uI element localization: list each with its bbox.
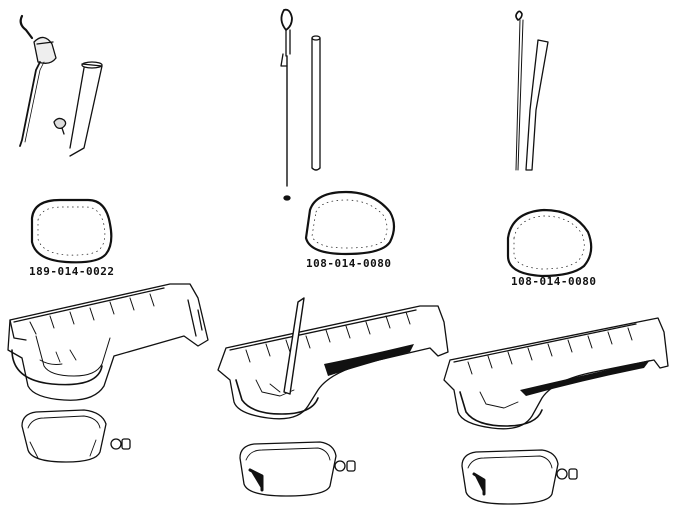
oil-pan-gasket: [32, 200, 111, 262]
lower-oil-pan: [22, 410, 106, 462]
lower-oil-pan: [462, 450, 558, 504]
oil-pan-gasket: [508, 210, 591, 276]
upper-oil-pan: [8, 284, 208, 400]
column-2: [218, 10, 448, 496]
dipstick-long: [281, 10, 292, 200]
oil-pan-gasket: [306, 192, 394, 254]
drain-plug: [335, 461, 355, 471]
drain-plug: [557, 469, 577, 479]
part-number-label-1: 189-014-0022: [29, 265, 115, 278]
column-1: [8, 16, 208, 462]
column-3: [444, 11, 668, 504]
upper-oil-pan: [444, 318, 668, 429]
dipstick-installed: [284, 298, 304, 394]
part-number-label-3: 108-014-0080: [511, 275, 597, 288]
dipstick-with-handle: [20, 16, 56, 146]
upper-oil-pan: [218, 306, 448, 419]
part-number-label-2: 108-014-0080: [306, 257, 392, 270]
lower-oil-pan: [240, 442, 336, 496]
dipstick-thin: [516, 11, 523, 170]
drain-plug: [111, 439, 130, 449]
dipstick-tube: [312, 36, 320, 170]
dipstick-tube: [526, 40, 548, 170]
tube-clip: [54, 118, 66, 134]
dipstick-tube: [70, 62, 102, 156]
